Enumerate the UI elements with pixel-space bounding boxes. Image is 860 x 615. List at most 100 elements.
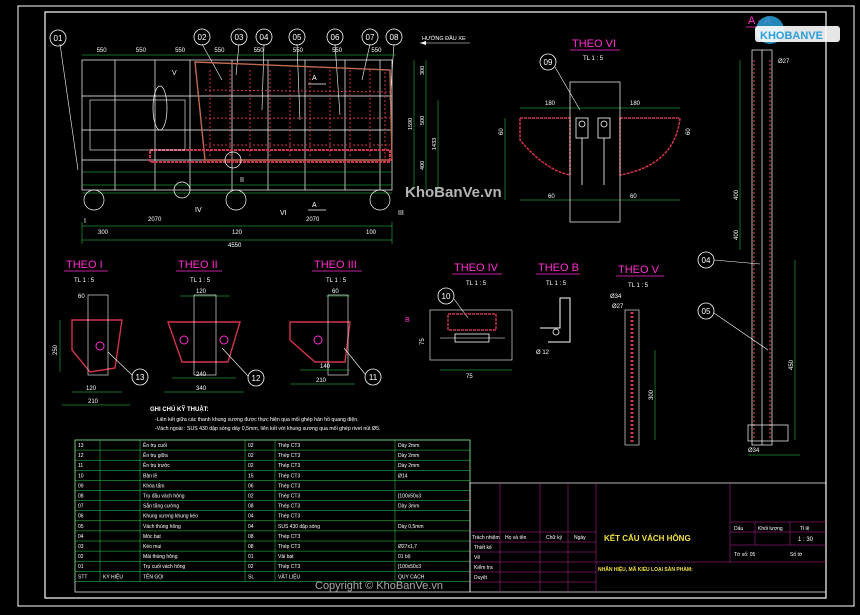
view-theo-iv: THEO IV TL 1 : 5 10 75 75 B [405, 262, 513, 380]
theo-vi-dim-0: 180 [545, 101, 556, 107]
bom-cell-0-4: Thép CT3 [278, 443, 300, 449]
theo-b-dim-0: Ø 12 [536, 350, 550, 356]
callout-03-label: 03 [235, 33, 244, 42]
bom-cell-5-3: 02 [248, 494, 254, 500]
lower-frame [82, 171, 392, 194]
theo-iv-dim-0: 75 [466, 374, 473, 380]
bom-cell-6-2: Sắn tăng cường [143, 503, 179, 510]
detail-mark-vi: VI [280, 210, 287, 217]
view-theo-i: THEO I TL 1 : 5 60 250 120 210 13 [53, 259, 149, 406]
detail-mark-iii: III [398, 210, 404, 217]
section-marks [308, 83, 326, 211]
logo-badge [755, 26, 840, 42]
bom-cell-8-0: 05 [78, 524, 84, 530]
theo-iv-dim-1: 75 [420, 338, 426, 345]
side-panel-outline [194, 61, 393, 161]
dim-right-4: 1433 [432, 138, 438, 150]
bom-cell-4-4: Thép CT3 [278, 483, 300, 489]
bom-cell-1-3: 02 [248, 453, 254, 459]
dim-top-5: 550 [293, 48, 304, 54]
bom-cell-7-0: 06 [78, 514, 84, 520]
bom-header-4: VẬT LIỆU [278, 572, 301, 580]
detail-mark-v: V [172, 70, 177, 77]
theo-iii-hole [313, 335, 323, 345]
theo-vi-dim-1: 180 [630, 101, 641, 107]
theo-i-plate [71, 319, 123, 373]
callout-01-label: 01 [54, 34, 63, 43]
tb-title: KẾT CẤU VÁCH HÔNG [604, 533, 691, 543]
bom-cell-1-2: Ên trụ giữa [143, 451, 168, 459]
bom-cell-9-2: Móc bạt [143, 534, 161, 540]
tb-meta-0: Dấu [734, 526, 743, 532]
theo-iv-frame [429, 309, 513, 361]
bom-cell-7-2: Khung xương khung kéo [143, 514, 198, 520]
tb-role-4: Duyệt [474, 575, 488, 581]
theo-i-dim-0: 60 [78, 294, 85, 300]
detail-circles [83, 85, 391, 211]
notes-heading: GHI CHÚ KỸ THUẬT: [150, 406, 209, 413]
theo-ii-hole-left [179, 335, 189, 345]
theo-vi-lock [575, 117, 611, 185]
theo-v-title: THEO V [618, 264, 660, 276]
bom-cell-8-2: Vách thùng hông [143, 524, 181, 530]
theo-iii-plate [289, 321, 351, 363]
dim-top-3: 550 [214, 48, 225, 54]
view-theo-vi: THEO VI TL 1 : 5 09 180 180 60 60 60 60 [499, 38, 692, 223]
notes-line-1: -Vách ngoài : SUS 430 dập sóng dày 0,5mm… [155, 426, 380, 432]
theo-v-scale: TL 1 : 5 [628, 283, 649, 289]
view-theo-v: THEO V TL 1 : 5 Ø34 Ø27 300 [610, 264, 664, 446]
theo-vi-dim-5: 60 [686, 128, 692, 135]
theo-vi-dim-2: 60 [499, 128, 505, 135]
title-block-grid [470, 483, 826, 592]
callout-11-label: 11 [369, 373, 378, 382]
bom-cell-8-5: Dày 0,5mm [398, 524, 424, 530]
theo-b-title: THEO B [538, 262, 579, 274]
tb-scale: 1 : 30 [798, 537, 814, 543]
theo-iv-b-mark: B [405, 317, 410, 324]
callout-11 [364, 368, 382, 386]
bom-cell-2-0: 11 [78, 463, 83, 469]
bom-cell-3-0: 10 [78, 473, 84, 479]
bom-cell-6-0: 07 [78, 504, 84, 510]
section-aa-post [751, 49, 773, 446]
callout-10-label: 10 [442, 292, 451, 301]
theo-vi-right-plate [619, 117, 681, 176]
title-block: Trách nhiệm Thiết kế Vẽ Kiểm tra Duyệt H… [469, 482, 827, 593]
theo-v-dim-0: Ø34 [610, 294, 622, 300]
dim-right-2: 500 [420, 116, 426, 125]
tb-sheets: Số tờ [790, 552, 803, 558]
bom-cell-4-0: 09 [78, 483, 84, 489]
tb-col-1: Chữ ký [546, 535, 563, 541]
theo-v-dim-1: Ø27 [612, 304, 624, 310]
callout-02 [193, 28, 211, 46]
dim-top-1: 550 [136, 48, 147, 54]
callout-12-label: 12 [252, 374, 261, 383]
section-aa-dim-1: 400 [734, 189, 740, 200]
direction-label: HƯỚNG ĐẦU XE [422, 35, 466, 42]
bom-cell-3-4: Thép CT3 [278, 473, 300, 479]
bom-cell-12-2: Trụ cuối vách hông [143, 564, 186, 570]
theo-vi-title: THEO VI [572, 38, 616, 50]
tb-col-2: Ngày [574, 535, 586, 541]
dim-top-7: 550 [371, 48, 382, 54]
callout-12 [247, 369, 265, 387]
theo-b-bracket [540, 297, 571, 343]
bom-cell-3-5: Ø14 [398, 473, 408, 479]
watermark-main: KhoBanVe.vn [405, 184, 502, 201]
bom-cell-6-5: Dày 3mm [398, 504, 419, 510]
bom-header-3: SL [248, 574, 254, 580]
bom-cell-5-2: Trụ đầu vách hông [143, 494, 185, 500]
theo-b-scale: TL 1 : 5 [546, 281, 567, 287]
main-side-view: 01 02 03 04 05 06 07 08 HƯỚNG ĐẦU XE [49, 28, 470, 249]
callout-01 [49, 29, 67, 47]
bom-cell-11-4: Vải bạt [278, 554, 294, 560]
dim-bottom-2: 120 [232, 230, 243, 236]
bom-cell-10-5: Ø27x1,7 [398, 544, 417, 550]
notes-line-0: -Liên kết giữa các thanh khung xương đượ… [155, 417, 359, 423]
callout-10 [437, 287, 455, 305]
bom-cell-9-3: 08 [248, 534, 254, 540]
bom-cell-3-2: Bản lề [143, 473, 157, 479]
dim-right-3: 400 [420, 161, 426, 170]
